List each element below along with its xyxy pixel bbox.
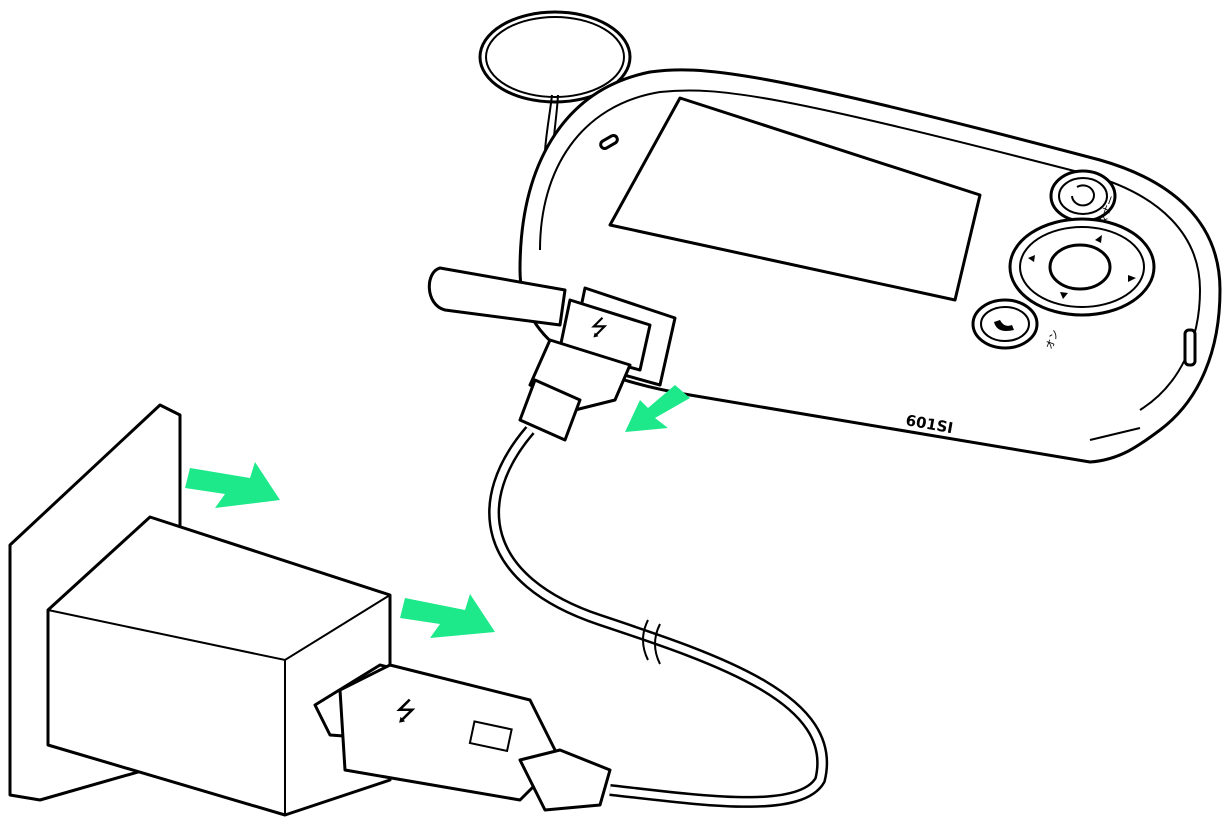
- left-arrow-icon: [1028, 255, 1035, 262]
- directional-pad[interactable]: [1008, 217, 1156, 317]
- micro-usb-plug: ⭍: [518, 286, 677, 442]
- arrow-icon: [185, 462, 280, 508]
- right-arrow-icon: [1128, 275, 1136, 282]
- center-button: [1048, 243, 1112, 291]
- usb-a-plug: ⭍: [313, 663, 612, 812]
- earpiece: [599, 134, 619, 151]
- port-cover: [427, 266, 567, 327]
- return-icon: [1071, 184, 1095, 207]
- side-button: [1183, 328, 1197, 367]
- insert-arrows: [185, 385, 690, 638]
- up-arrow-icon: [1095, 235, 1102, 243]
- usb-icon: ⭍: [590, 316, 608, 341]
- screen: [608, 96, 982, 302]
- phone-icon: [994, 320, 1014, 331]
- ac-adapter: [46, 515, 392, 817]
- on-button[interactable]: [971, 298, 1039, 350]
- arrow-icon: [400, 594, 495, 638]
- down-arrow-icon: [1060, 292, 1068, 299]
- phone-body: マナー オン 601SI: [518, 68, 1222, 464]
- arrow-icon: [625, 385, 690, 432]
- cable-break-mark: [642, 619, 661, 665]
- usb-icon: ⭍: [395, 697, 417, 727]
